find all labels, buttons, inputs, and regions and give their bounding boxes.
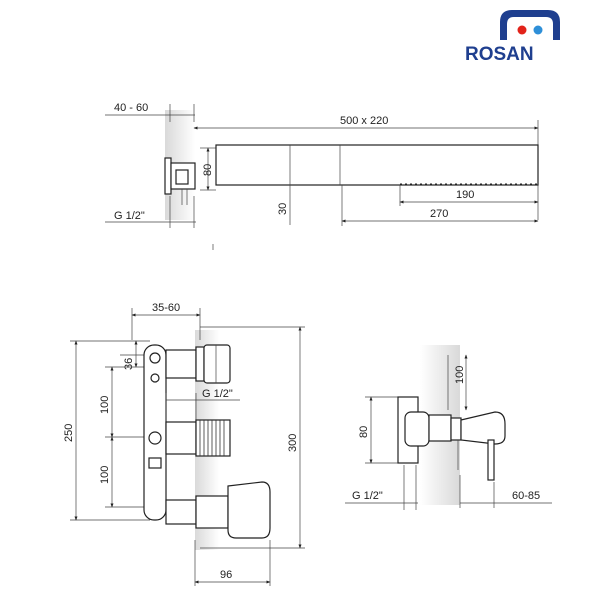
- dim-width: 96: [220, 569, 232, 581]
- side-body: [428, 414, 452, 442]
- logo-cold-dot-icon: [533, 25, 543, 35]
- dim-height: 80: [202, 164, 214, 176]
- front-view: 35-60 300 250 36 100 100: [63, 302, 305, 586]
- dim-side-top: 100: [454, 366, 466, 384]
- dim-total-300: 300: [287, 434, 299, 452]
- diverter-knob: [203, 344, 231, 384]
- dim-thread-front: G 1/2": [202, 388, 233, 400]
- dim-thread: G 1/2": [114, 210, 145, 222]
- logo-arch-icon: [500, 10, 560, 40]
- top-view: 40 - 60 500 x 220 80 30 G 1/2" 190: [105, 102, 539, 250]
- wall-flange: [164, 157, 172, 195]
- outlet-top: [165, 349, 197, 379]
- dim-arm: 500 x 220: [340, 115, 388, 127]
- dim-total-250: 250: [63, 424, 75, 442]
- dim-side-reach: 60-85: [512, 490, 540, 502]
- dim-depth: 40 - 60: [114, 102, 148, 114]
- dim-270: 270: [430, 208, 448, 220]
- side-view: 100 80 G 1/2" 60-85: [345, 345, 552, 510]
- dim-side-thread: G 1/2": [352, 490, 383, 502]
- dim-190: 190: [456, 189, 474, 201]
- dim-spacing-lower: 100: [99, 466, 111, 484]
- dim-offset: 30: [277, 203, 289, 215]
- brand-name: ROSAN: [465, 44, 534, 65]
- cartridge-thread: [195, 419, 231, 457]
- side-spout: [487, 439, 495, 481]
- dim-top-depth: 35-60: [152, 302, 180, 314]
- dim-side-height: 80: [358, 426, 370, 438]
- mixer-handle: [227, 481, 271, 539]
- cartridge-body: [165, 421, 197, 455]
- logo-hot-dot-icon: [517, 25, 527, 35]
- brand-logo: ROSAN: [465, 10, 560, 65]
- dim-spacing-upper: 100: [99, 396, 111, 414]
- side-handle: [460, 411, 506, 445]
- dim-inlet: 36: [123, 358, 135, 370]
- shower-arm: [215, 144, 539, 186]
